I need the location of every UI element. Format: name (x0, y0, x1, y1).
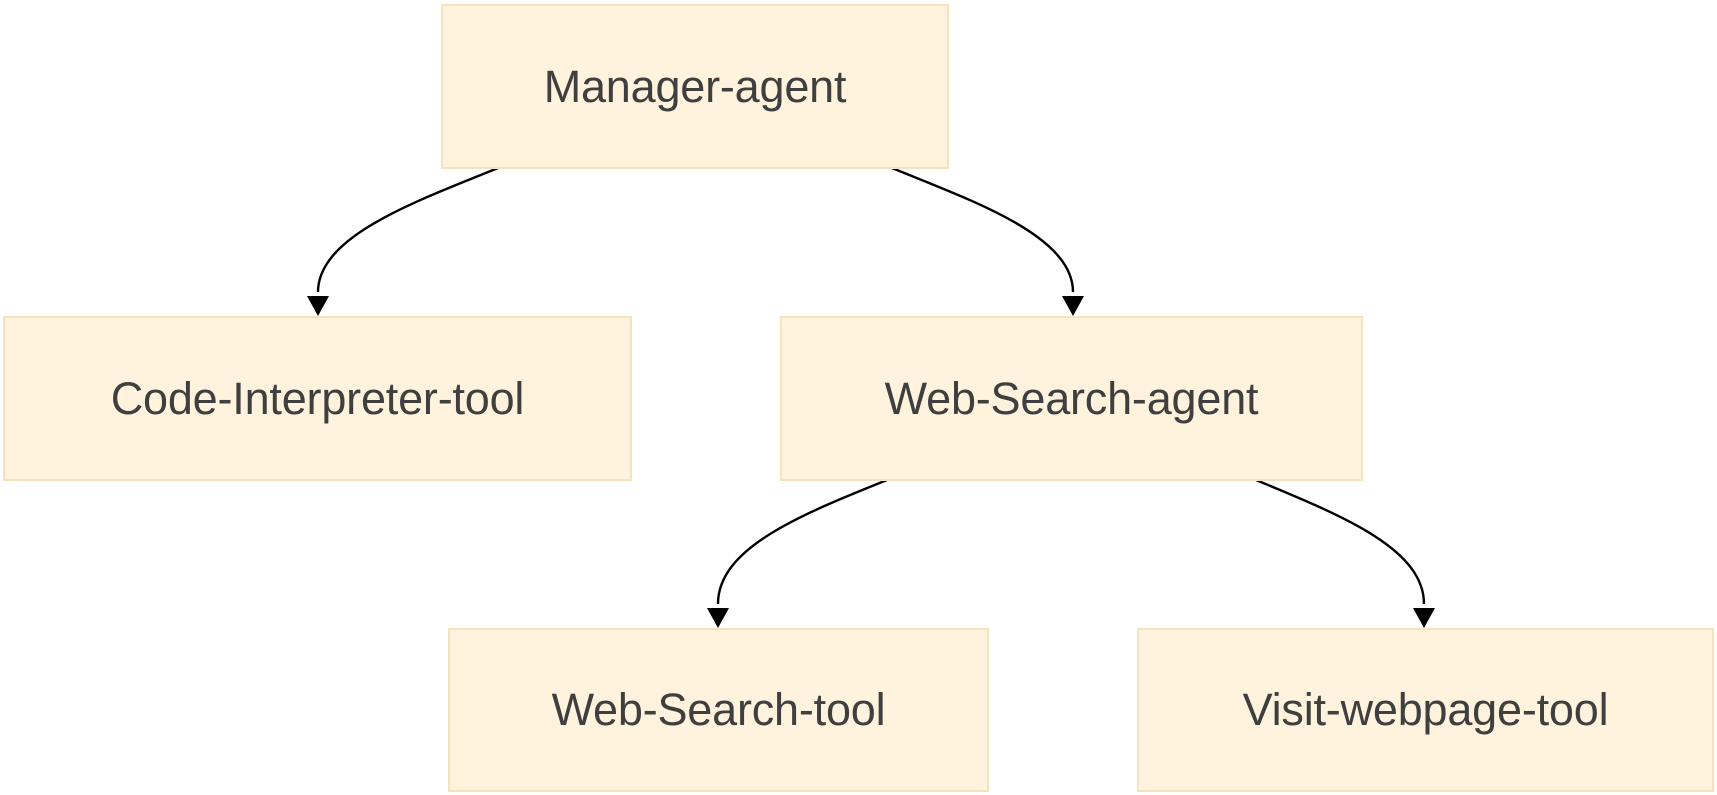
node-label: Manager-agent (543, 60, 847, 112)
edge-web-search-agent-to-web-search-tool (707, 478, 888, 628)
node-label: Web-Search-tool (551, 684, 886, 735)
edge-manager-to-web-search-agent (891, 166, 1084, 316)
node-label: Visit-webpage-tool (1242, 684, 1609, 735)
node-code-interpreter-tool: Code-Interpreter-tool (3, 316, 632, 481)
node-label: Web-Search-agent (884, 372, 1259, 424)
edge-manager-to-code-interpreter (307, 166, 499, 316)
node-manager-agent: Manager-agent (441, 4, 949, 169)
node-web-search-agent: Web-Search-agent (780, 316, 1363, 481)
edge-web-search-agent-to-visit-webpage-tool (1255, 478, 1435, 628)
node-label: Code-Interpreter-tool (110, 372, 525, 424)
node-web-search-tool: Web-Search-tool (448, 628, 989, 792)
node-visit-webpage-tool: Visit-webpage-tool (1137, 628, 1714, 792)
